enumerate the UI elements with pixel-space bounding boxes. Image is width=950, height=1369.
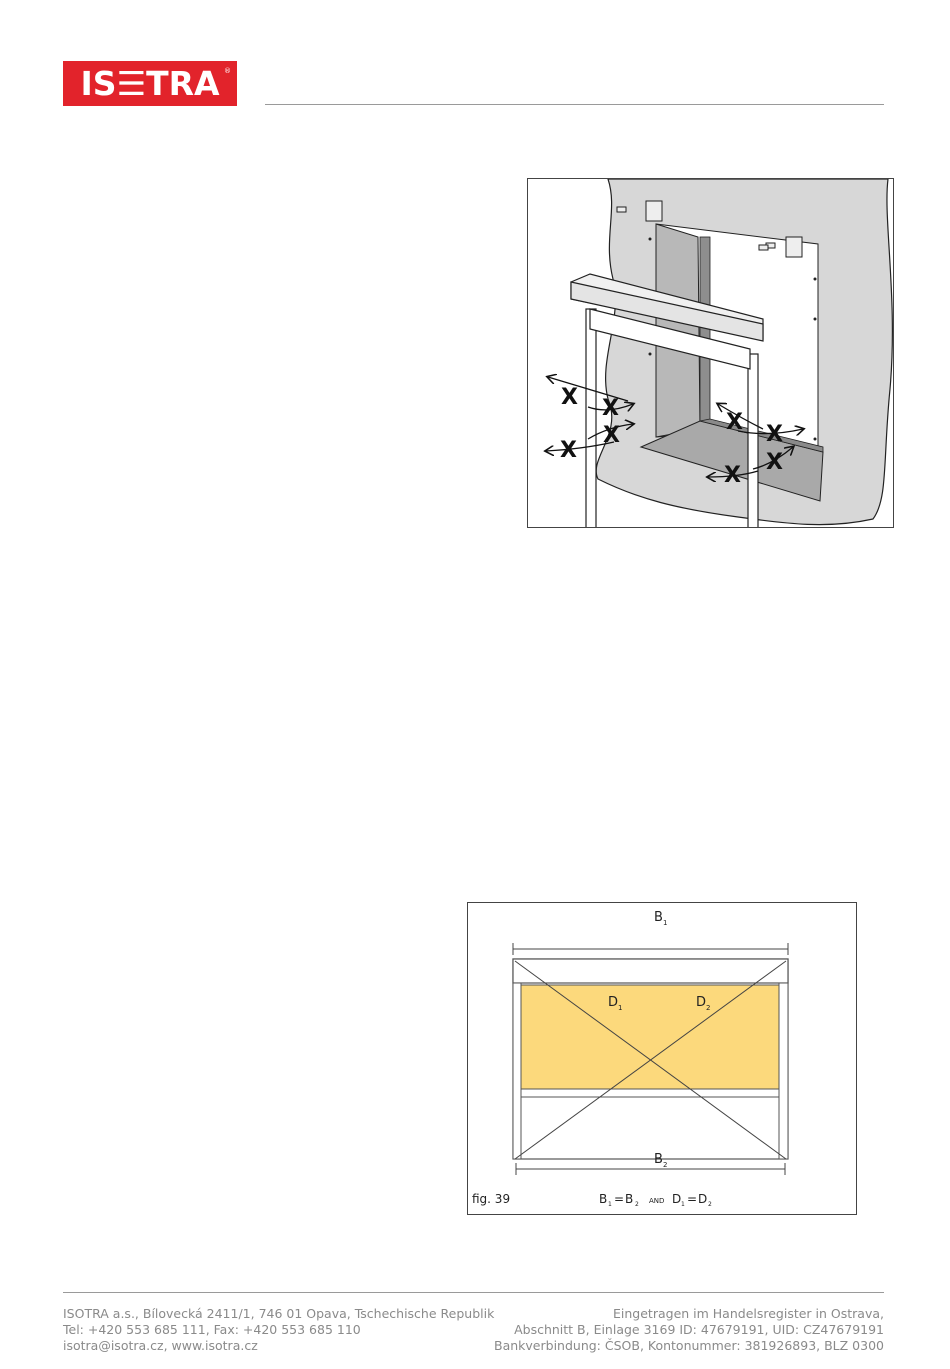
footer-ids: Abschnitt B, Einlage 3169 ID: 47679191, … <box>514 1322 884 1337</box>
x-mark: X <box>766 450 783 475</box>
screen-fill <box>520 984 780 1090</box>
logo-registered-mark: ® <box>224 67 231 75</box>
label-d2: D <box>696 995 706 1010</box>
x-mark: X <box>766 422 783 447</box>
formula-b2-sub: 2 <box>635 1201 639 1208</box>
formula-b1: B <box>599 1192 607 1206</box>
figure-caption: fig. 39 <box>472 1192 510 1206</box>
footer-registration-info: Eingetragen im Handelsregister in Ostrav… <box>494 1306 884 1354</box>
cassette-box <box>570 273 764 370</box>
label-b2: B <box>654 1152 663 1167</box>
formula-and: AND <box>649 1197 664 1205</box>
footer-web: isotra@isotra.cz, www.isotra.cz <box>63 1338 258 1353</box>
diagonal-check-drawing: B 1 D 1 D 2 B 2 fig. 39 B 1 <box>472 910 789 1208</box>
formula-d2: D <box>698 1192 707 1206</box>
header-divider <box>265 104 884 105</box>
footer-bank: Bankverbindung: ČSOB, Kontonummer: 38192… <box>494 1338 884 1353</box>
installation-drawing: X X X X X X X X <box>528 179 893 527</box>
x-mark: X <box>603 423 620 448</box>
formula-b1-sub: 1 <box>608 1201 612 1208</box>
label-d2-sub: 2 <box>706 1004 710 1012</box>
label-b1: B <box>654 910 663 925</box>
formula-d1-sub: 1 <box>681 1201 685 1208</box>
x-mark: X <box>561 385 578 410</box>
label-b1-sub: 1 <box>663 919 667 927</box>
label-d1: D <box>608 995 618 1010</box>
label-d1-sub: 1 <box>618 1004 622 1012</box>
formula-b2: B <box>625 1192 633 1206</box>
x-mark: X <box>724 463 741 488</box>
x-mark: X <box>602 396 619 421</box>
formula-eq2: = <box>687 1192 697 1206</box>
footer-address: ISOTRA a.s., Bílovecká 2411/1, 746 01 Op… <box>63 1306 495 1321</box>
footer-register: Eingetragen im Handelsregister in Ostrav… <box>613 1306 884 1321</box>
formula: B 1 = B 2 AND D 1 = D 2 <box>599 1192 712 1208</box>
logo-text: IS☰TRA <box>80 64 220 103</box>
footer-phone: Tel: +420 553 685 111, Fax: +420 553 685… <box>63 1322 361 1337</box>
installation-figure: X X X X X X X X <box>527 178 894 528</box>
figure-39: B 1 D 1 D 2 B 2 fig. 39 B 1 <box>467 902 857 1215</box>
footer-company-info: ISOTRA a.s., Bílovecká 2411/1, 746 01 Op… <box>63 1306 494 1354</box>
formula-eq1: = <box>614 1192 624 1206</box>
isotra-logo: IS☰TRA ® <box>63 61 237 106</box>
x-mark: X <box>726 410 743 435</box>
formula-d2-sub: 2 <box>708 1201 712 1208</box>
diagonal-d2 <box>514 960 787 1160</box>
footer-divider <box>63 1292 884 1293</box>
label-b2-sub: 2 <box>663 1161 667 1169</box>
mounting-brackets <box>616 200 803 258</box>
x-mark: X <box>560 438 577 463</box>
formula-d1: D <box>672 1192 681 1206</box>
